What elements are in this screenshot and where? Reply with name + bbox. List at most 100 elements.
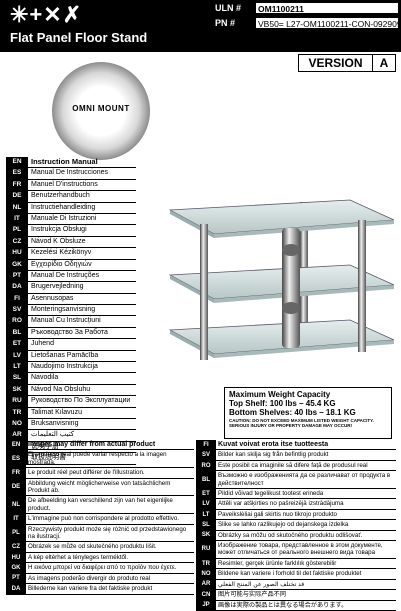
weight-title: Maximum Weight Capacity bbox=[229, 390, 331, 399]
language-code: ET bbox=[6, 339, 28, 350]
disclaimer-code: BL bbox=[196, 471, 216, 489]
language-text: Instruction Manual bbox=[31, 157, 98, 166]
disclaimer-code: GK bbox=[6, 563, 26, 573]
language-text: Juhend bbox=[31, 340, 54, 348]
language-text: Manuel D'instructions bbox=[31, 180, 98, 188]
page-title: Flat Panel Floor Stand bbox=[10, 30, 148, 45]
disclaimer-text: L'immagine può non corrispondere al prod… bbox=[28, 515, 180, 523]
omnimount-brand-logo bbox=[52, 62, 150, 160]
disclaimer-text: Η εικόνα μπορεί να διαφέρει από το προϊό… bbox=[28, 564, 177, 572]
language-code: LT bbox=[6, 362, 28, 373]
language-text: Руководство По Эксплуатации bbox=[31, 397, 131, 405]
version-value: A bbox=[379, 56, 389, 70]
disclaimer-text: Billederne kan variere fra det faktiske … bbox=[28, 585, 153, 593]
uln-label: ULN # bbox=[213, 2, 255, 14]
disclaimer-text: 图片可能与实际产品不同 bbox=[218, 591, 287, 599]
pn-label: PN # bbox=[213, 17, 255, 29]
disclaimer-code: SK bbox=[196, 530, 216, 541]
language-code: EN bbox=[6, 157, 28, 168]
language-text: Asennusopas bbox=[31, 294, 74, 302]
disclaimer-code: AR bbox=[196, 579, 216, 590]
disclaimer-code: PT bbox=[6, 573, 26, 584]
language-text: Instrukcja Obsługi bbox=[31, 226, 87, 234]
language-text: Manual Cu Instrucțiuni bbox=[31, 317, 101, 325]
language-text: Εγχειρίδιο Οδηγιών bbox=[31, 260, 92, 268]
language-text: Instructiehandleiding bbox=[31, 203, 96, 211]
disclaimer-text: Attēli var atšķirties no pašreizējā izst… bbox=[218, 500, 344, 508]
language-code: NO bbox=[6, 418, 28, 430]
disclaimer-code: ET bbox=[196, 489, 216, 499]
disclaimer-code: HU bbox=[6, 552, 26, 563]
language-code: AR bbox=[6, 430, 28, 441]
language-code: PL bbox=[6, 225, 28, 236]
center-column-cap bbox=[282, 244, 300, 256]
language-text: 说明手册 bbox=[31, 442, 59, 450]
disclaimer-code: DA bbox=[6, 584, 26, 594]
language-text: Naudojimo Instrukcija bbox=[31, 363, 98, 371]
disclaimer-code: DE bbox=[6, 478, 26, 496]
disclaimer-code: EN bbox=[6, 440, 26, 450]
language-text: Návod Na Obsluhu bbox=[31, 385, 91, 393]
disclaimer-text: Este posibil ca imaginile să difere față… bbox=[218, 461, 368, 469]
language-text: Bruksanvisning bbox=[31, 419, 79, 427]
pn-value: VB50= L27-OM1100211-CON-092909vA bbox=[255, 17, 399, 29]
disclaimer-text: Obrázek se může od skutečného produktu l… bbox=[28, 543, 157, 551]
top-shelf bbox=[168, 199, 395, 238]
language-code: SK bbox=[6, 384, 28, 396]
weight-top-shelf: Top Shelf: 100 lbs – 45.4 KG bbox=[229, 399, 336, 408]
disclaimer-text: Kuvat voivat erota itse tuotteesta bbox=[218, 441, 329, 448]
disclaimer-text: Възможно е изображенията да се различава… bbox=[218, 472, 391, 487]
language-text: Benutzerhandbuch bbox=[31, 192, 90, 200]
disclaimer-text: Изображение товара, представленное в это… bbox=[218, 542, 383, 557]
disclaimer-code: LV bbox=[196, 499, 216, 509]
disclaimer-code: NL bbox=[6, 496, 26, 514]
language-code: ES bbox=[6, 168, 28, 179]
language-text: كتيب التعليمات bbox=[31, 431, 75, 439]
disclaimer-code: ES bbox=[6, 450, 26, 468]
language-code: HU bbox=[6, 248, 28, 259]
language-text: 取扱説明書 bbox=[31, 454, 66, 462]
disclaimer-text: Paveikslėliai gali skirtis nuo tikrojo p… bbox=[218, 510, 337, 518]
disclaimer-text: Slike se lahko razlikujejo od dejanskega… bbox=[218, 521, 349, 529]
language-text: Navodila bbox=[31, 374, 59, 382]
disclaimer-text: A kép eltérhet a tényleges terméktől. bbox=[28, 553, 129, 561]
language-code: FI bbox=[6, 293, 28, 305]
disclaimer-text: Obrázky sa môžu od skutočného produktu o… bbox=[218, 531, 363, 539]
disclaimer-code: RU bbox=[196, 541, 216, 558]
language-text: Ръководство За Работа bbox=[31, 328, 108, 336]
language-text: Lietošanas Pamācība bbox=[31, 351, 99, 359]
language-text: Monteringsanvisning bbox=[31, 306, 96, 314]
front-left-pole bbox=[200, 224, 208, 360]
disclaimer-text: De afbeelding kan verschillend zijn van … bbox=[28, 497, 173, 512]
